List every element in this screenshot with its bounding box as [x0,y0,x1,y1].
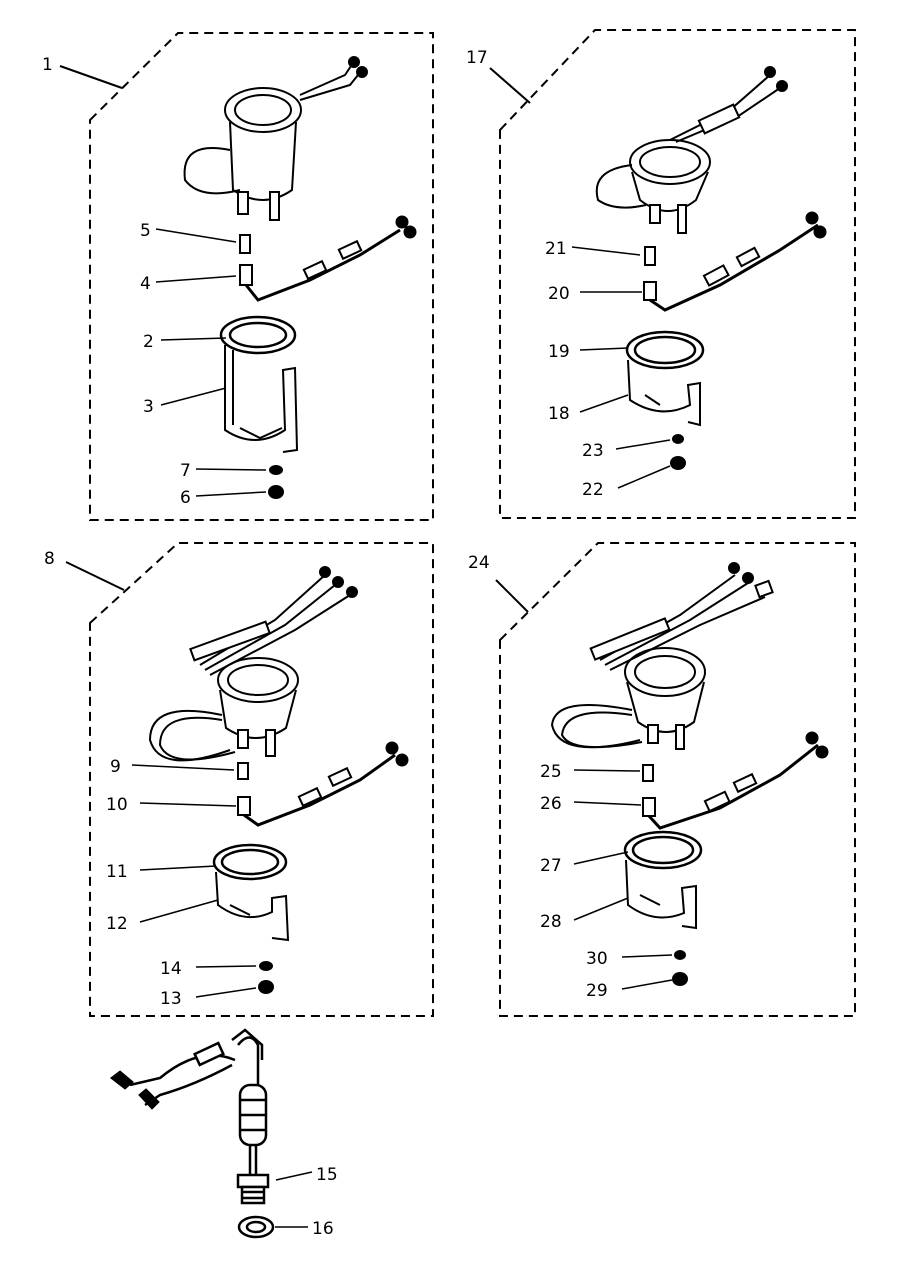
nut-22 [670,456,686,470]
leader-1 [59,65,123,89]
ring-19 [625,330,705,370]
label-12: 12 [106,914,128,934]
washer-30 [674,950,686,960]
leader-4 [155,275,237,283]
leader-19 [579,347,629,351]
label-22: 22 [582,480,604,500]
label-16: 16 [312,1219,334,1239]
label-3: 3 [143,397,154,417]
leader-14 [195,965,257,968]
bracket-12 [215,871,290,942]
bracket-28 [625,859,697,930]
label-7: 7 [180,461,191,481]
assembly-24-boundary [499,542,856,1017]
sensor-cord-26 [642,731,829,830]
label-29: 29 [586,981,608,1001]
label-5: 5 [140,221,151,241]
label-10: 10 [106,795,128,815]
label-15: 15 [316,1165,338,1185]
label-2: 2 [143,332,154,352]
washer-7 [269,465,283,475]
leader-18 [579,394,629,413]
label-13: 13 [160,989,182,1009]
label-28: 28 [540,912,562,932]
label-21: 21 [545,239,567,259]
sensor-cord-20 [643,211,827,312]
label-8: 8 [44,549,55,569]
leader-24 [495,579,529,613]
assembly-17-boundary [499,29,856,519]
nut-6 [268,485,284,499]
gauge-8 [148,566,358,762]
leader-2 [160,337,227,341]
label-30: 30 [586,949,608,969]
leader-27 [573,851,629,865]
leader-21 [571,246,641,256]
leader-25 [573,769,641,772]
leader-28 [573,897,629,921]
ring-11 [212,843,288,881]
label-4: 4 [140,274,151,294]
leader-13 [195,987,257,998]
label-20: 20 [548,284,570,304]
label-14: 14 [160,959,182,979]
leader-26 [573,801,642,806]
assembly-1: 1 [42,32,434,521]
nut-29 [672,972,688,986]
assembly-17: 17 [466,29,856,519]
assembly-8: 8 [44,542,434,1017]
leader-22 [617,465,671,489]
label-25: 25 [540,762,562,782]
label-27: 27 [540,856,562,876]
sensor-cord-10 [237,741,409,827]
leader-3 [160,387,227,406]
leader-12 [139,899,219,923]
leader-9 [131,764,235,771]
leader-23 [615,439,671,450]
ring-27 [623,830,703,870]
leader-7 [195,468,267,471]
assembly-24: 24 [468,542,856,1017]
assembly-1-boundary [89,32,434,521]
gauge-1 [183,56,368,221]
leader-5 [155,228,237,243]
assembly-8-boundary [89,542,434,1017]
leader-8 [65,561,125,591]
washer-23 [672,434,684,444]
sensor-plug-25 [642,764,654,782]
sensor-cord-4 [239,215,417,302]
label-18: 18 [548,404,570,424]
label-11: 11 [106,862,128,882]
gauge-17 [595,66,788,234]
leader-6 [195,491,267,497]
leader-29 [621,979,673,990]
leader-10 [139,802,237,807]
bracket-18 [627,359,701,427]
gauge-24 [550,562,774,750]
sensor-plug-21 [644,246,656,266]
label-23: 23 [582,441,604,461]
sensor-plug-9 [237,762,249,780]
ring-2 [219,315,297,355]
gasket-16 [237,1215,275,1239]
label-26: 26 [540,794,562,814]
leader-11 [139,865,217,871]
bracket-3 [224,345,299,453]
label-24: 24 [468,553,490,573]
label-6: 6 [180,488,191,508]
nut-13 [258,980,274,994]
sensor-plug-5 [239,234,251,254]
label-1: 1 [42,55,53,75]
label-17: 17 [466,48,488,68]
label-19: 19 [548,342,570,362]
label-9: 9 [110,757,121,777]
sender-unit-15 [109,1028,270,1205]
washer-14 [259,961,273,971]
leader-17 [489,67,531,104]
leader-15 [275,1171,313,1181]
leader-30 [621,954,673,958]
